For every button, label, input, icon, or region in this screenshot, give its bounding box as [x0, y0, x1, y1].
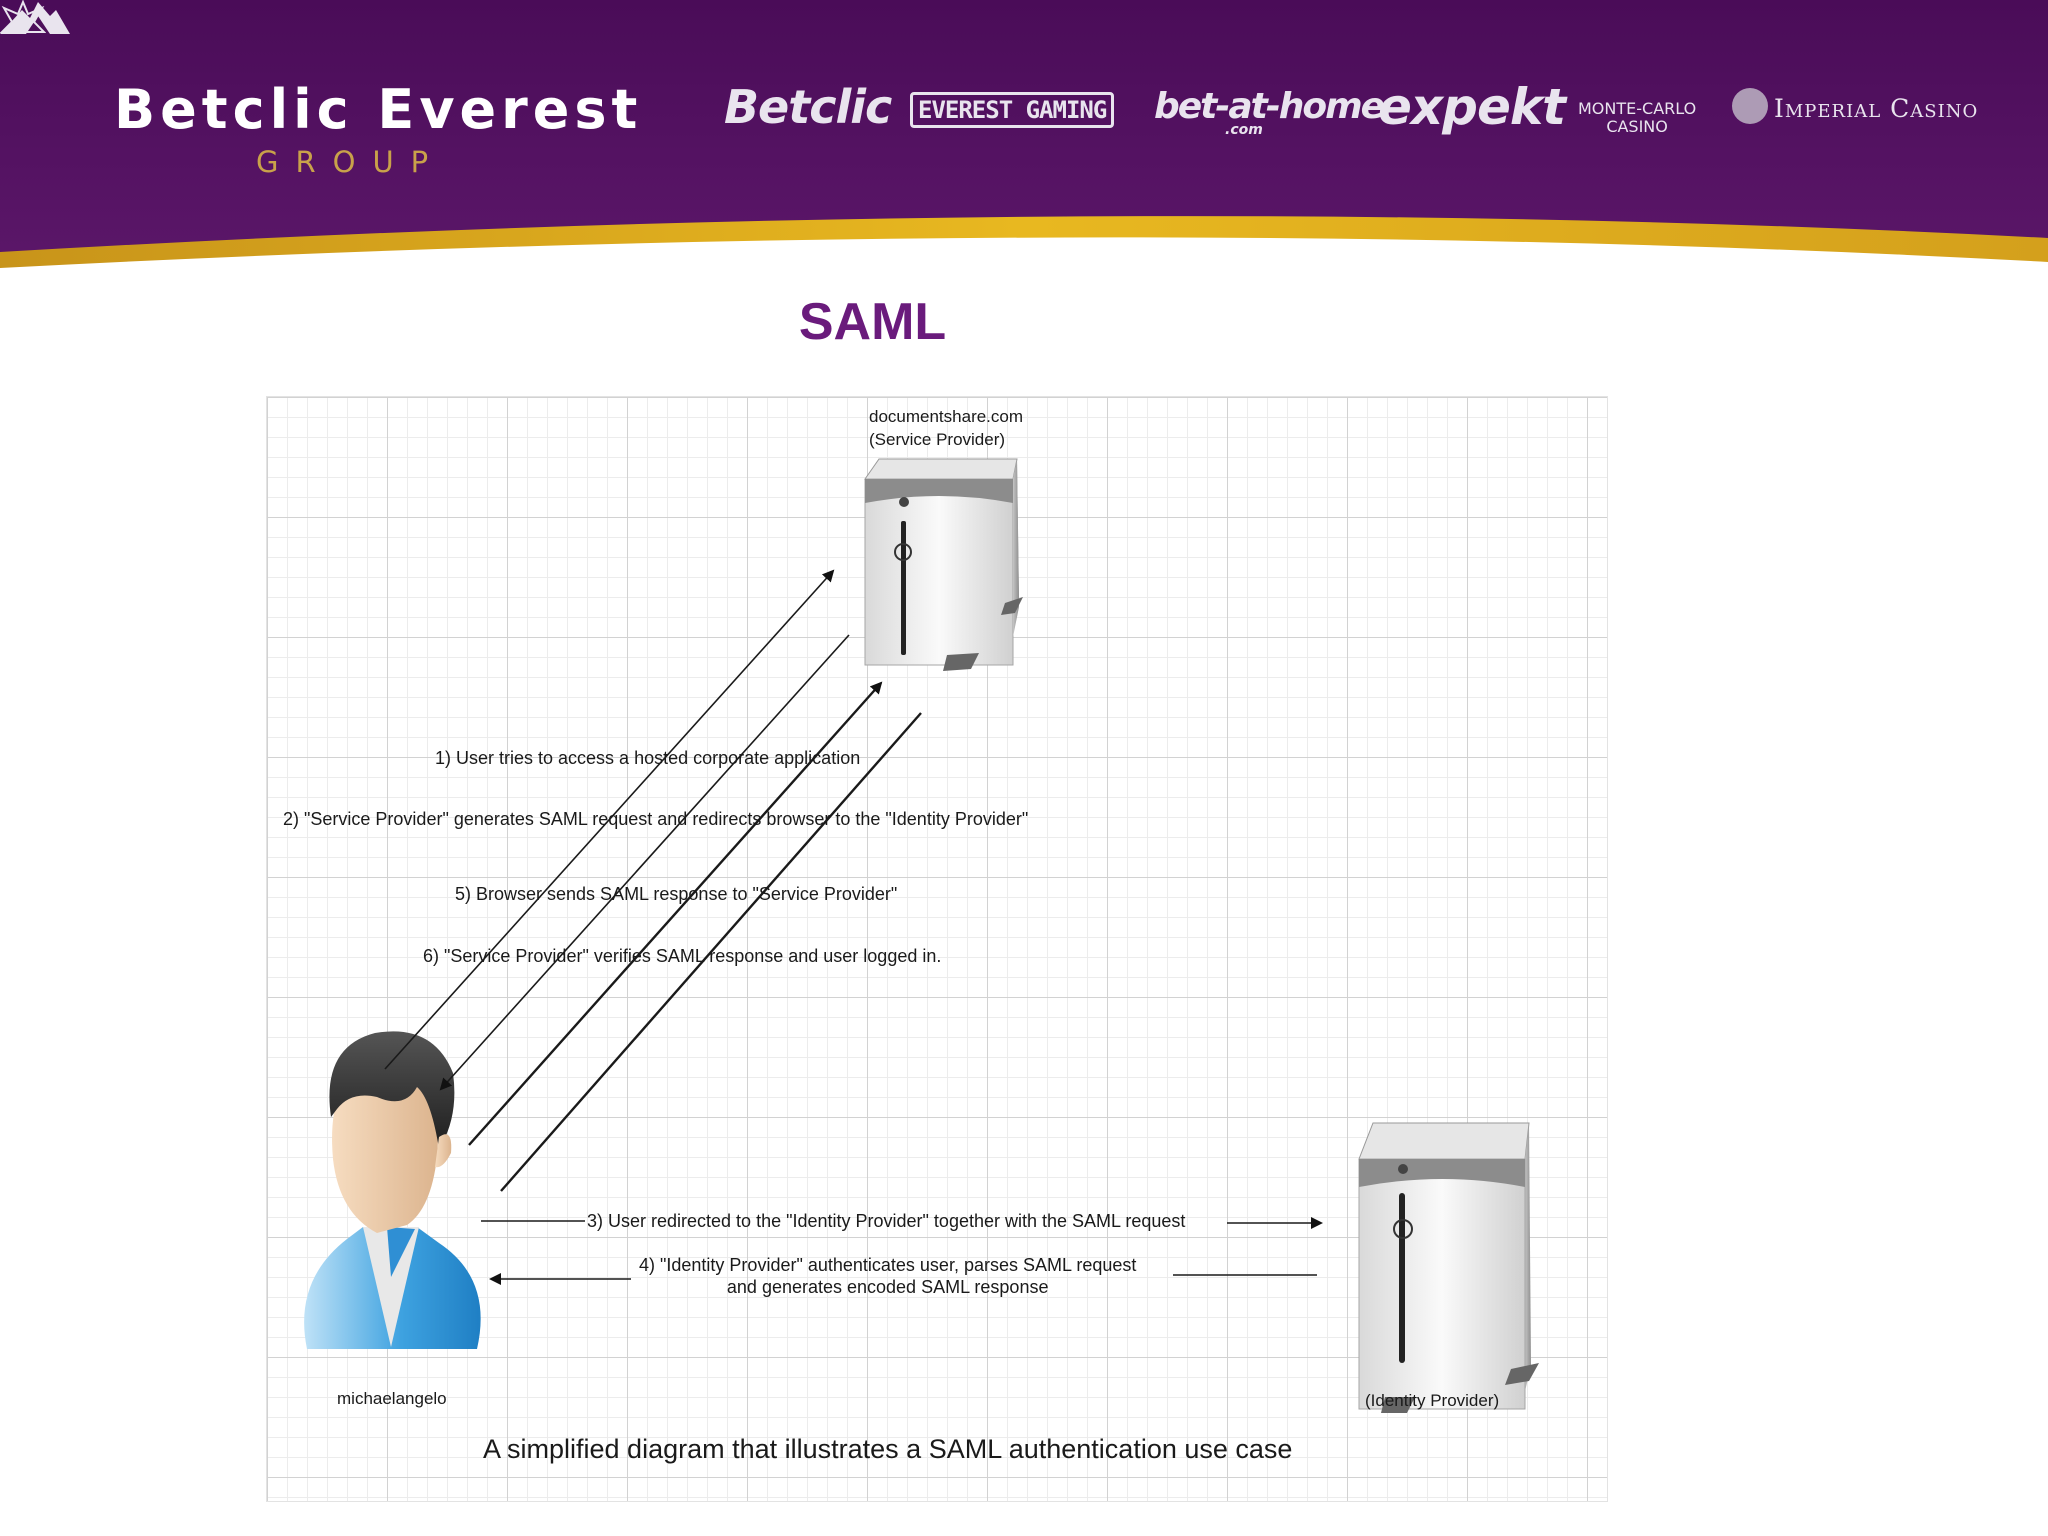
step6-line [500, 712, 922, 1192]
diagram-graphics [304, 458, 1539, 1413]
brand-logo: Betclic Everest GROUP [114, 78, 642, 182]
monte-carlo-line1: MONTE-CARLO [1578, 99, 1697, 118]
step-3-label: 3) User redirected to the "Identity Prov… [587, 1211, 1186, 1231]
step-4-line2: and generates encoded SAML response [726, 1277, 1049, 1297]
step-1-label: 1) User tries to access a hosted corpora… [435, 748, 861, 768]
service-provider-label: documentshare.com (Service Provider) [869, 405, 1023, 451]
step-5-label: 5) Browser sends SAML response to "Servi… [455, 884, 898, 904]
user-avatar-icon [304, 1031, 481, 1349]
bet-at-home-com: .com [1225, 122, 1263, 138]
flow-lines [384, 569, 922, 1192]
brand-name: Betclic Everest [114, 78, 643, 141]
betclic-logo: Betclic [724, 80, 892, 134]
step-2-label: 2) "Service Provider" generates SAML req… [283, 809, 1029, 829]
imperial-casino-badge-icon [1732, 88, 1768, 124]
step1-arrow [384, 569, 835, 1070]
brand-subtitle: GROUP [256, 145, 446, 179]
identity-provider-label: (Identity Provider) [1365, 1391, 1500, 1410]
diagram-caption: A simplified diagram that illustrates a … [483, 1434, 1293, 1464]
slide-title: SAML [798, 293, 947, 351]
everest-gaming-logo: EVEREST GAMING [910, 92, 1115, 128]
step5-arrow [468, 681, 883, 1146]
monte-carlo-line2: CASINO [1606, 117, 1668, 136]
bet-at-home-logo: bet-at-home [1154, 86, 1385, 127]
step-6-label: 6) "Service Provider" verifies SAML resp… [423, 946, 942, 966]
step-4-label: 4) "Identity Provider" authenticates use… [639, 1254, 1136, 1298]
saml-diagram: documentshare.com (Service Provider) 1) … [266, 396, 1608, 1502]
identity-provider-server-icon [1358, 1122, 1539, 1413]
header-banner: Betclic Everest GROUP Betclic EVEREST GA… [0, 0, 2048, 280]
monte-carlo-logo: MONTE-CARLO CASINO [1578, 100, 1696, 136]
step-4-line1: 4) "Identity Provider" authenticates use… [639, 1255, 1137, 1275]
horizontal-arrows [481, 1217, 1323, 1285]
service-provider-role: (Service Provider) [869, 430, 1006, 449]
expekt-logo: expekt [1378, 78, 1566, 136]
service-provider-domain: documentshare.com [869, 407, 1024, 426]
user-label: michaelangelo [337, 1389, 447, 1408]
step2-arrow [439, 634, 850, 1091]
service-provider-server-body [864, 459, 1023, 671]
imperial-casino-logo: Imperial Casino [1774, 94, 1979, 123]
monte-carlo-crown-icon [0, 0, 46, 33]
